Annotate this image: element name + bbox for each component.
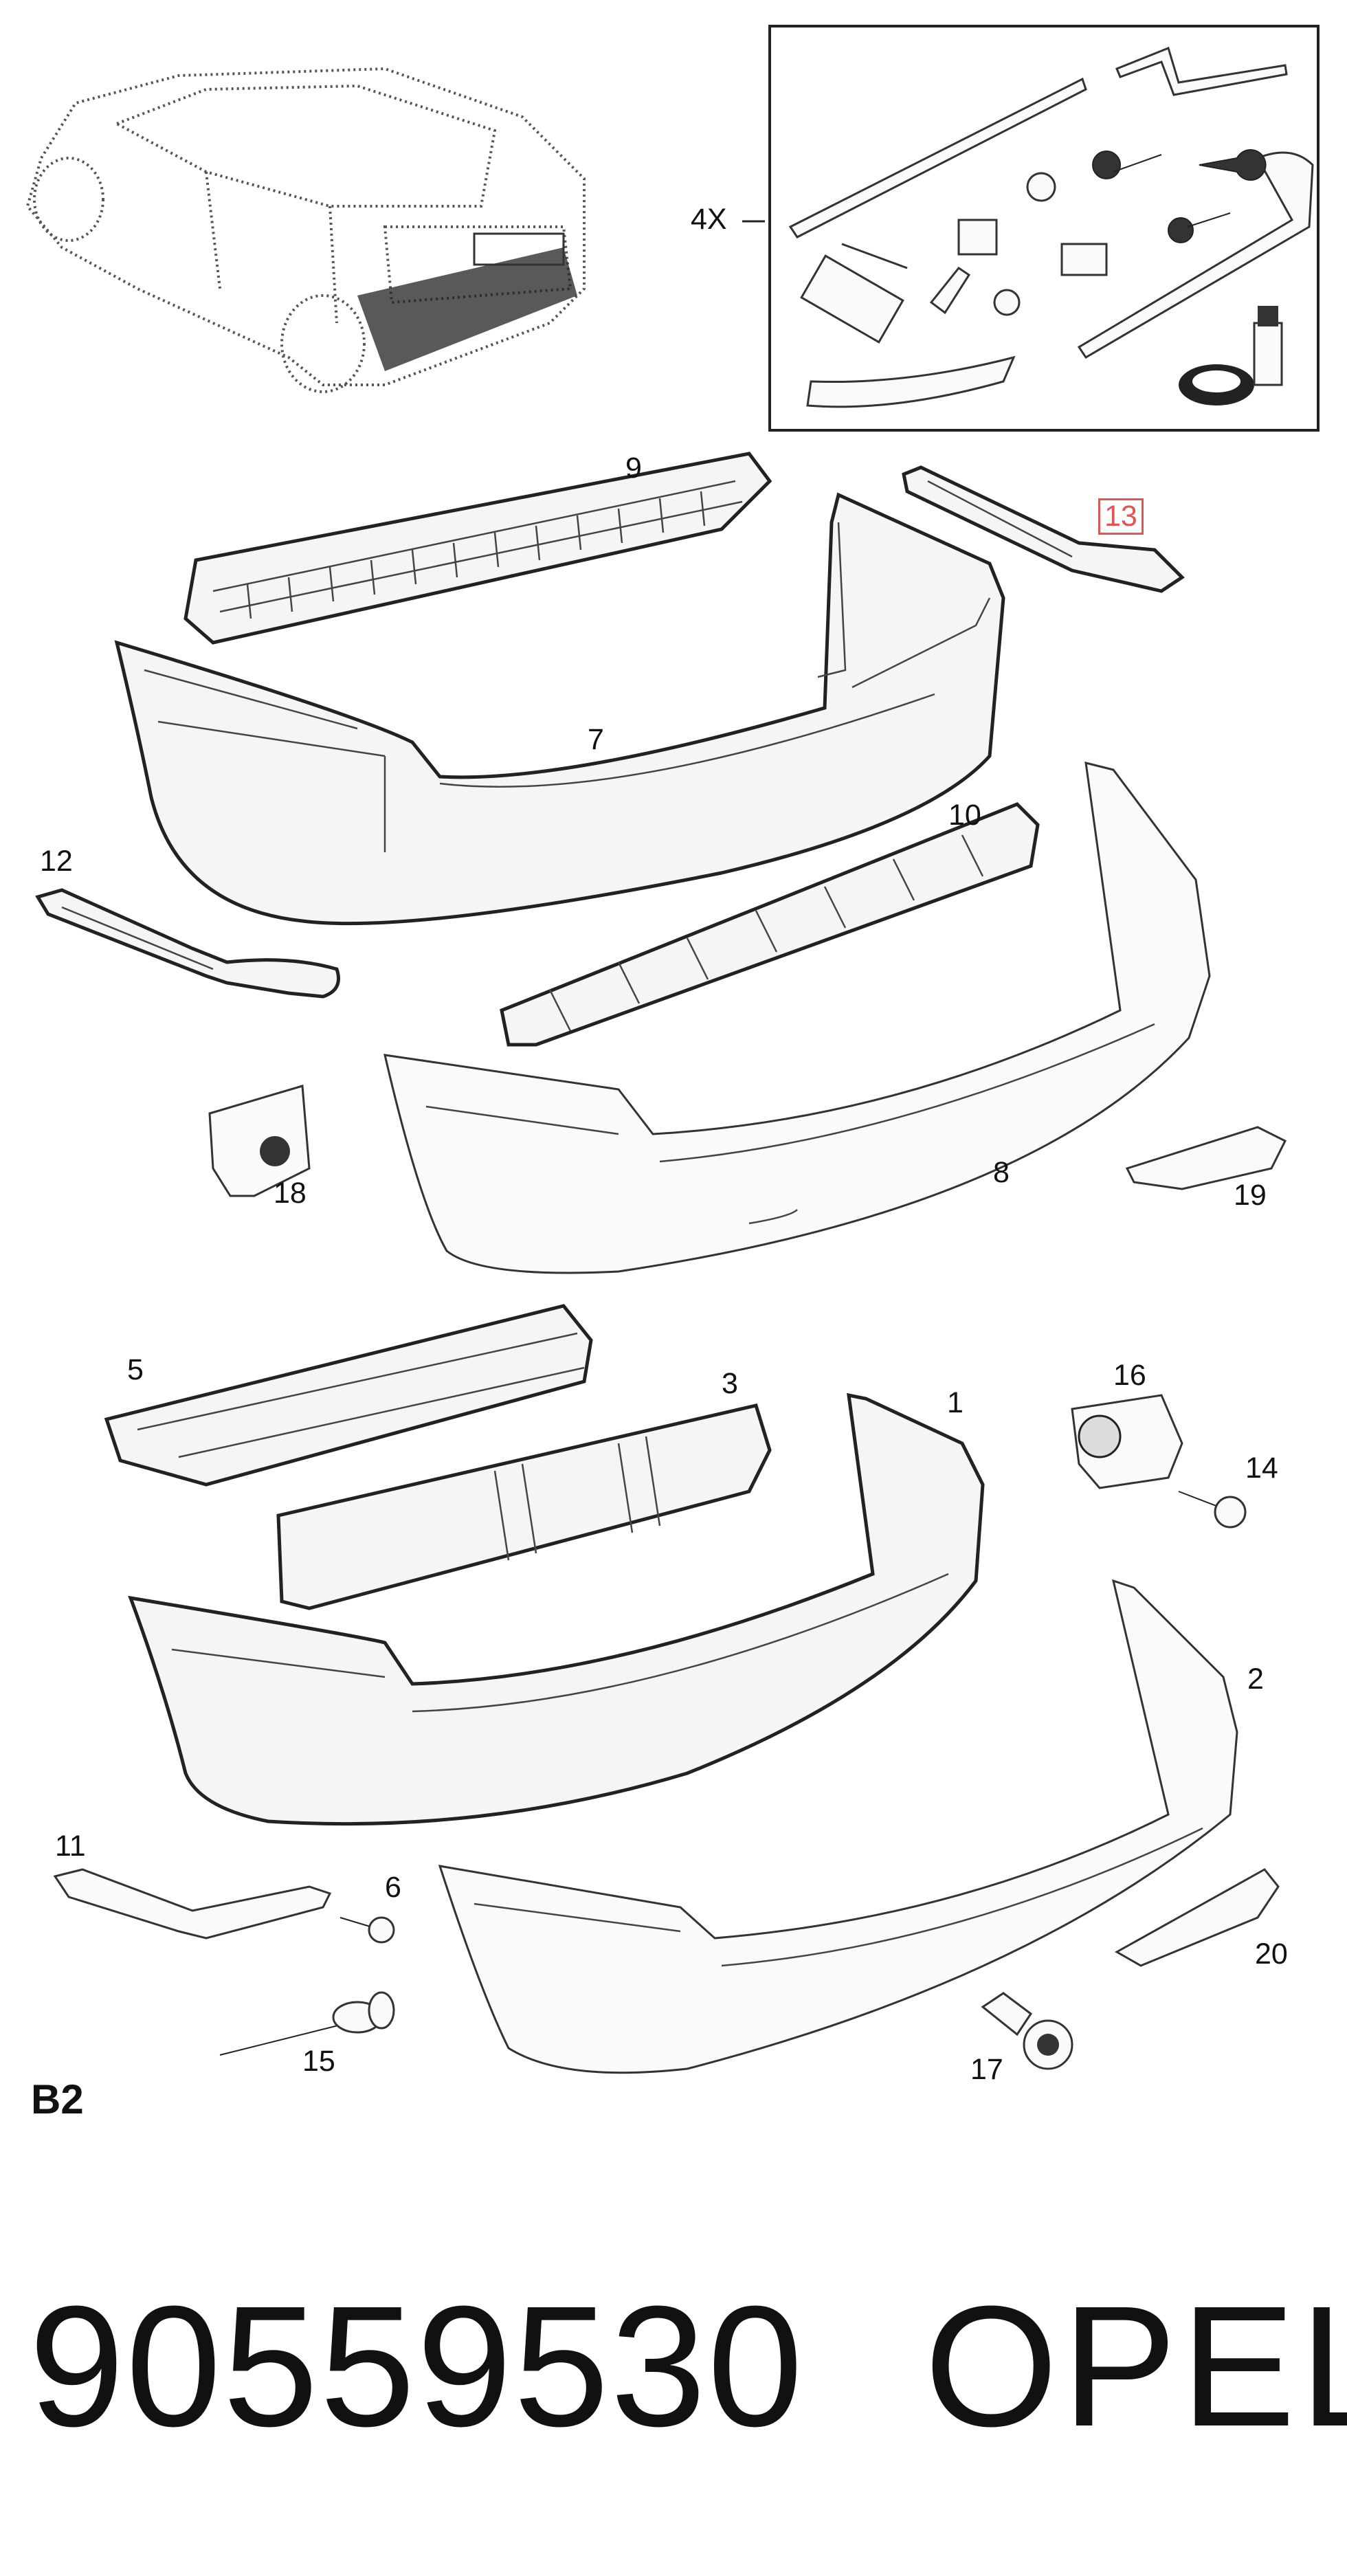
callout-9: 9 xyxy=(625,452,642,485)
part-5-absorber xyxy=(104,1304,593,1487)
part-12-bracket xyxy=(35,888,340,999)
fitting-kit-box xyxy=(768,25,1320,432)
brand-name: OPEL xyxy=(924,2270,1347,2462)
part-2-bumper-cover xyxy=(438,1579,1238,2074)
part-18-bracket xyxy=(208,1085,311,1197)
callout-20: 20 xyxy=(1255,1937,1288,1970)
callout-7: 7 xyxy=(588,723,604,756)
part-10-absorber xyxy=(500,802,1040,1047)
part-20-bracket xyxy=(1114,1868,1280,1967)
part-7-bumper-cover xyxy=(114,492,1005,926)
part-number: 90559530 xyxy=(29,2270,805,2462)
car-illustration xyxy=(25,67,586,393)
callout-2: 2 xyxy=(1247,1663,1264,1696)
part-13-bracket xyxy=(902,465,1185,593)
callout-14: 14 xyxy=(1245,1452,1278,1485)
part-17-clip xyxy=(981,1992,1073,2070)
callout-18: 18 xyxy=(274,1177,307,1210)
part-19-bracket xyxy=(1125,1126,1287,1190)
callout-3: 3 xyxy=(722,1367,738,1400)
part-3-absorber xyxy=(276,1403,772,1610)
part-1-bumper-cover xyxy=(128,1392,985,1826)
callout-17: 17 xyxy=(970,2053,1003,2086)
part-16-sensor-holder xyxy=(1071,1394,1183,1489)
fitting-kit-items xyxy=(742,46,1314,408)
callout-8: 8 xyxy=(993,1156,1010,1189)
part-11-bracket xyxy=(53,1868,332,1940)
part-8-bumper-cover xyxy=(383,762,1211,1274)
callout-6: 6 xyxy=(385,1871,401,1904)
part-6-screw xyxy=(339,1916,395,1944)
callout-19: 19 xyxy=(1234,1179,1267,1212)
section-code: B2 xyxy=(31,2076,84,2122)
callout-5: 5 xyxy=(127,1353,144,1386)
part-15-rivet xyxy=(219,1991,395,2056)
kit-quantity-label: 4X xyxy=(691,203,727,236)
callout-13-highlighted: 13 xyxy=(1098,498,1144,535)
part-9-absorber xyxy=(183,452,772,645)
part-14-screw xyxy=(1178,1491,1247,1529)
callout-15: 15 xyxy=(302,2045,335,2078)
callout-10: 10 xyxy=(948,799,981,832)
callout-11: 11 xyxy=(55,1830,86,1863)
callout-12: 12 xyxy=(40,845,73,878)
callout-16: 16 xyxy=(1113,1359,1146,1392)
callout-1: 1 xyxy=(947,1386,964,1419)
